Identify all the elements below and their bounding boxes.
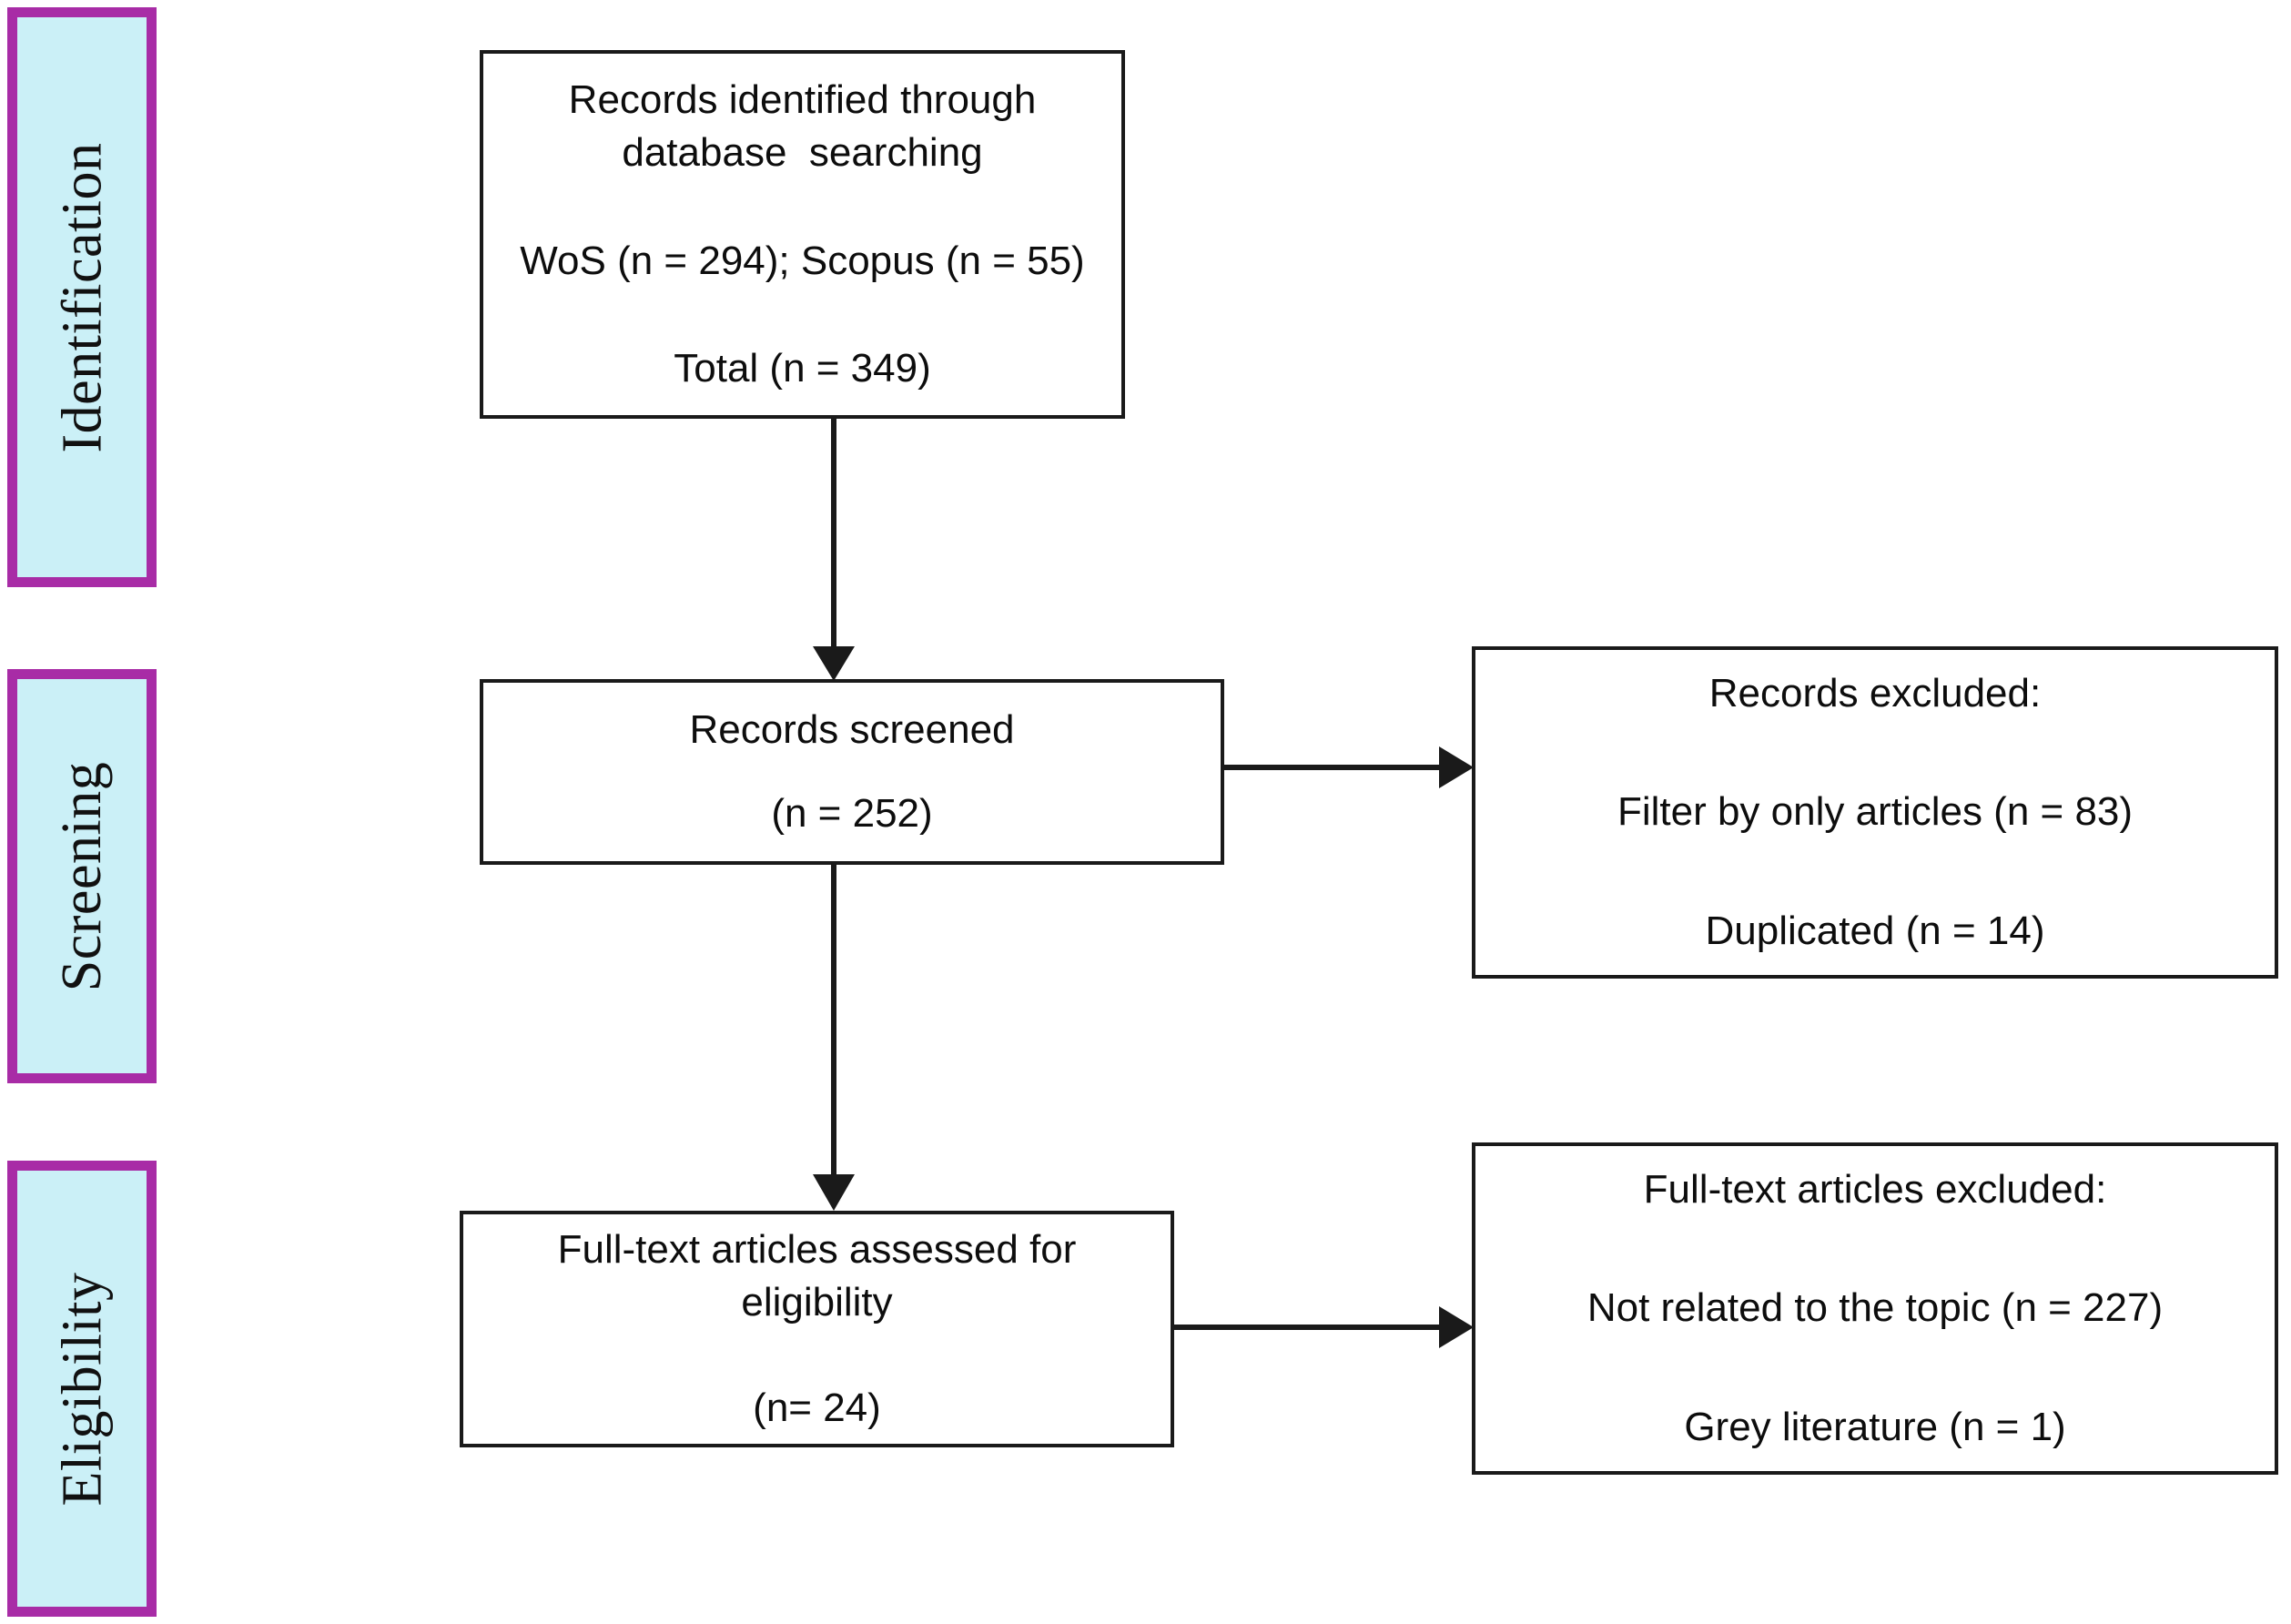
connector-screened-to-records-excluded	[1224, 739, 1475, 796]
phase-panel-identification: Identification	[7, 7, 157, 587]
box-fulltext-assessed-line-3: (n= 24)	[753, 1385, 881, 1430]
connector-identified-to-screened	[806, 419, 862, 683]
phase-label-identification: Identification	[51, 142, 114, 452]
phase-panel-screening: Screening	[7, 669, 157, 1083]
connector-screened-to-fulltext	[806, 865, 862, 1213]
box-records-identified-line-2: database searching	[622, 130, 983, 176]
box-records-screened: Records screened (n = 252)	[480, 679, 1224, 865]
box-fulltext-assessed: Full-text articles assessed for eligibil…	[460, 1211, 1174, 1447]
box-fulltext-excluded-line-1: Full-text articles excluded:	[1643, 1167, 2107, 1213]
phase-label-eligibility: Eligibility	[51, 1272, 114, 1506]
connector-fulltext-to-fulltext-excluded	[1174, 1299, 1475, 1355]
box-records-excluded-line-3: Duplicated (n = 14)	[1705, 908, 2045, 953]
box-records-excluded-line-1: Records excluded:	[1708, 671, 2042, 716]
box-records-screened-line-1: Records screened	[689, 706, 1015, 752]
box-fulltext-excluded: Full-text articles excluded: Not related…	[1472, 1142, 2278, 1475]
box-records-identified-line-1: Records identified through	[568, 77, 1037, 123]
box-records-identified-line-3: WoS (n = 294); Scopus (n = 55)	[520, 238, 1085, 283]
box-fulltext-excluded-line-3: Grey literature (n = 1)	[1684, 1404, 2066, 1449]
box-fulltext-assessed-line-2: eligibility	[741, 1280, 893, 1325]
box-records-identified: Records identified through database sear…	[480, 50, 1125, 419]
box-fulltext-assessed-line-1: Full-text articles assessed for	[557, 1227, 1077, 1272]
box-fulltext-excluded-line-2: Not related to the topic (n = 227)	[1586, 1285, 2164, 1331]
phase-panel-eligibility: Eligibility	[7, 1161, 157, 1617]
phase-label-screening: Screening	[51, 761, 114, 991]
box-records-excluded-line-2: Filter by only articles (n = 83)	[1617, 789, 2134, 835]
box-records-identified-line-4: Total (n = 349)	[674, 345, 931, 391]
box-records-screened-line-2: (n = 252)	[771, 791, 933, 836]
box-records-excluded: Records excluded: Filter by only article…	[1472, 646, 2278, 979]
